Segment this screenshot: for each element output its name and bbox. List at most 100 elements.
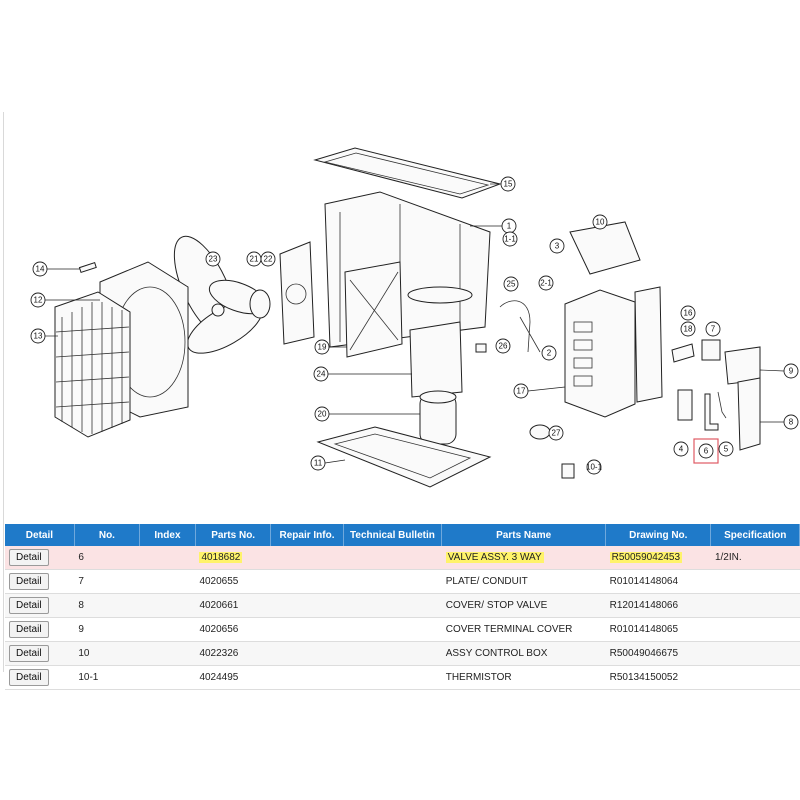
part-piping[interactable] xyxy=(499,300,541,353)
part-3-way-valve[interactable] xyxy=(704,393,719,431)
cell-bulletin xyxy=(343,593,442,618)
callout-21[interactable]: 21 xyxy=(246,251,262,267)
part-compressor[interactable] xyxy=(419,390,457,445)
svg-text:26: 26 xyxy=(499,342,508,351)
detail-button[interactable]: Detail xyxy=(9,669,49,686)
callout-2[interactable]: 2 xyxy=(541,345,557,361)
svg-text:15: 15 xyxy=(504,180,513,189)
table-row[interactable]: Detail 7 4020655 PLATE/ CONDUIT R0101414… xyxy=(5,569,800,594)
cell-bulletin xyxy=(343,641,442,666)
callout-3[interactable]: 3 xyxy=(549,238,565,254)
cell-parts-no: 4020656 xyxy=(195,617,271,642)
callout-1-1[interactable]: 1-1 xyxy=(502,231,518,247)
part-bracket-18[interactable] xyxy=(671,343,695,363)
callout-14[interactable]: 14 xyxy=(32,261,48,277)
cell-no: 10-1 xyxy=(74,665,140,690)
callout-18[interactable]: 18 xyxy=(680,321,696,337)
cell-bulletin xyxy=(343,665,442,690)
callout-23[interactable]: 23 xyxy=(205,251,221,267)
callout-22[interactable]: 22 xyxy=(260,251,276,267)
callout-19[interactable]: 19 xyxy=(314,339,330,355)
cell-parts-name: ASSY CONTROL BOX xyxy=(441,641,606,666)
part-pipe-fitting[interactable] xyxy=(475,343,487,353)
cell-parts-name: COVER TERMINAL COVER xyxy=(441,617,606,642)
svg-text:10: 10 xyxy=(596,218,605,227)
callout-8[interactable]: 8 xyxy=(783,414,799,430)
part-top-cover[interactable] xyxy=(313,147,502,199)
callout-2-1[interactable]: 2-1 xyxy=(538,275,554,291)
part-27[interactable] xyxy=(529,424,551,440)
svg-text:20: 20 xyxy=(318,410,327,419)
callout-4[interactable]: 4 xyxy=(673,441,689,457)
cell-no: 7 xyxy=(74,569,140,594)
part-rear-frame[interactable] xyxy=(634,286,663,403)
table-row[interactable]: Detail 8 4020661 COVER/ STOP VALVE R1201… xyxy=(5,593,800,618)
cell-drawing-no: R01014148065 xyxy=(605,617,711,642)
callout-7[interactable]: 7 xyxy=(705,321,721,337)
cell-index xyxy=(139,641,196,666)
cell-drawing-no: R12014148066 xyxy=(605,593,711,618)
table-row[interactable]: Detail 6 4018682 VALVE ASSY. 3 WAY R5005… xyxy=(5,546,800,570)
cell-repair xyxy=(270,641,344,666)
part-plate-conduit[interactable] xyxy=(701,339,721,361)
callout-10-1[interactable]: 10-1 xyxy=(586,459,603,475)
cell-repair xyxy=(270,593,344,618)
part-thermistor[interactable] xyxy=(561,463,575,479)
part-motor-bracket[interactable] xyxy=(279,241,315,345)
svg-text:8: 8 xyxy=(789,418,794,427)
part-base-pan[interactable] xyxy=(316,426,492,488)
callout-5[interactable]: 5 xyxy=(718,441,734,457)
part-side-panel[interactable] xyxy=(564,289,636,418)
cell-repair xyxy=(270,665,344,690)
detail-button[interactable]: Detail xyxy=(9,573,49,590)
callout-6[interactable]: 6 xyxy=(698,443,714,459)
part-fan-motor[interactable] xyxy=(249,289,271,319)
svg-text:6: 6 xyxy=(704,447,709,456)
table-row[interactable]: Detail 10 4022326 ASSY CONTROL BOX R5004… xyxy=(5,641,800,666)
callout-24[interactable]: 24 xyxy=(313,366,329,382)
table-row[interactable]: Detail 10-1 4024495 THERMISTOR R50134150… xyxy=(5,665,800,690)
callout-26[interactable]: 26 xyxy=(495,338,511,354)
callout-20[interactable]: 20 xyxy=(314,406,330,422)
callout-27[interactable]: 27 xyxy=(548,425,564,441)
callout-12[interactable]: 12 xyxy=(30,292,46,308)
cell-drawing-no: R50049046675 xyxy=(605,641,711,666)
table-row[interactable]: Detail 9 4020656 COVER TERMINAL COVER R0… xyxy=(5,617,800,642)
callout-1[interactable]: 1 xyxy=(501,218,517,234)
detail-button[interactable]: Detail xyxy=(9,549,49,566)
detail-button[interactable]: Detail xyxy=(9,621,49,638)
svg-text:5: 5 xyxy=(724,445,729,454)
cell-parts-name: VALVE ASSY. 3 WAY xyxy=(445,552,544,563)
detail-button[interactable]: Detail xyxy=(9,645,49,662)
svg-text:22: 22 xyxy=(264,255,273,264)
col-drawing-no: Drawing No. xyxy=(605,524,712,546)
detail-button[interactable]: Detail xyxy=(9,597,49,614)
svg-text:9: 9 xyxy=(789,367,794,376)
callout-11[interactable]: 11 xyxy=(310,455,326,471)
callout-15[interactable]: 15 xyxy=(500,176,516,192)
partition-x-b xyxy=(349,271,399,351)
part-front-grille[interactable] xyxy=(54,291,131,438)
part-stop-valve-cover[interactable] xyxy=(737,377,761,451)
part-valve-4[interactable] xyxy=(677,389,693,421)
svg-text:7: 7 xyxy=(711,325,716,334)
partition-x-a xyxy=(349,279,399,341)
callout-9[interactable]: 9 xyxy=(783,363,799,379)
callout-16[interactable]: 16 xyxy=(680,305,696,321)
callout-25[interactable]: 25 xyxy=(503,276,519,292)
cell-parts-no: 4024495 xyxy=(195,665,271,690)
part-bolt[interactable] xyxy=(78,262,97,274)
cell-spec: 1/2IN. xyxy=(710,546,800,570)
leader-17 xyxy=(527,386,566,392)
part-control-box[interactable] xyxy=(569,221,641,275)
svg-text:19: 19 xyxy=(318,343,327,352)
part-valve-5[interactable] xyxy=(717,391,727,419)
col-parts-name: Parts Name xyxy=(441,524,607,546)
callout-10[interactable]: 10 xyxy=(592,214,608,230)
callout-13[interactable]: 13 xyxy=(30,328,46,344)
callout-17[interactable]: 17 xyxy=(513,383,529,399)
part-compressor-cover[interactable] xyxy=(409,321,463,398)
part-accumulator[interactable] xyxy=(407,286,473,304)
table-header-row: Detail No. Index Parts No. Repair Info. … xyxy=(5,524,800,546)
